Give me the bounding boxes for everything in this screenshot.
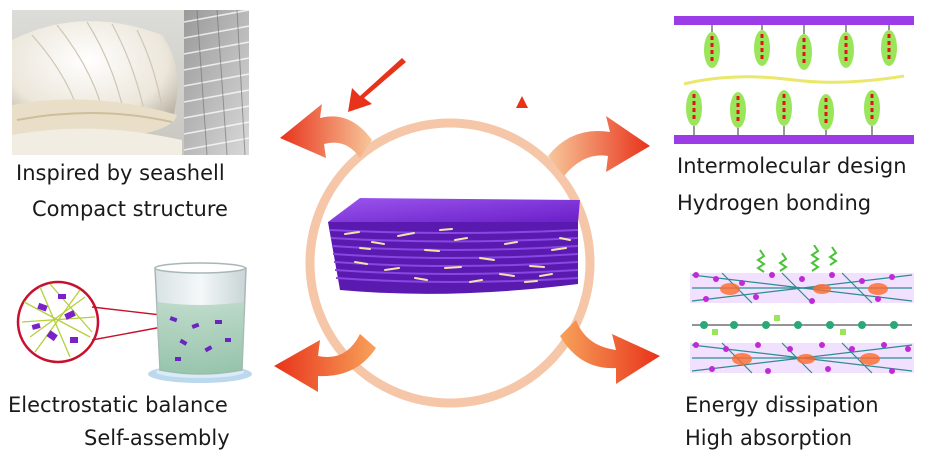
hydrogen-bonds-upper [704, 30, 897, 70]
energy-waves [756, 245, 838, 273]
hydrogen-bonding-schematic [674, 12, 914, 150]
shell-left [12, 21, 182, 155]
seashell-photo [12, 10, 249, 155]
caption-compact-structure: Compact structure [32, 197, 228, 221]
nacre-micrograph [183, 10, 249, 155]
hydrogen-bonds-lower [686, 90, 880, 130]
central-ring [305, 118, 595, 408]
caption-energy-dissipation: Energy dissipation [685, 393, 879, 417]
caption-self-assembly: Self-assembly [84, 426, 230, 450]
polymer-chain [683, 74, 905, 86]
caption-hydrogen-bonding: Hydrogen bonding [677, 191, 872, 215]
top-sheet [674, 16, 914, 25]
bottom-sheet [674, 135, 914, 144]
caption-intermolecular-design: Intermolecular design [677, 154, 907, 178]
caption-high-absorption: High absorption [685, 426, 853, 450]
arrow-to-seashell [280, 104, 372, 158]
upper-molecular-layer [690, 272, 914, 304]
self-assembly-beaker [10, 262, 255, 387]
arrow-to-hydrogen-bonding [548, 116, 650, 176]
beaker [148, 262, 252, 383]
top-sheet-surface [328, 198, 580, 222]
lower-molecular-layer [690, 342, 914, 374]
zoom-magnifier [16, 280, 179, 364]
pointer-mark-top [516, 96, 528, 108]
energy-dissipation-structure [682, 245, 922, 385]
middle-linker-row [692, 315, 912, 335]
caption-electrostatic-balance: Electrostatic balance [8, 393, 228, 417]
pointer-arrow-top [348, 58, 406, 112]
arrow-to-energy-dissipation [560, 320, 660, 384]
caption-inspired-by-seashell: Inspired by seashell [16, 161, 225, 185]
arrow-to-electrostatic [274, 334, 376, 392]
layered-sheets [328, 198, 580, 294]
